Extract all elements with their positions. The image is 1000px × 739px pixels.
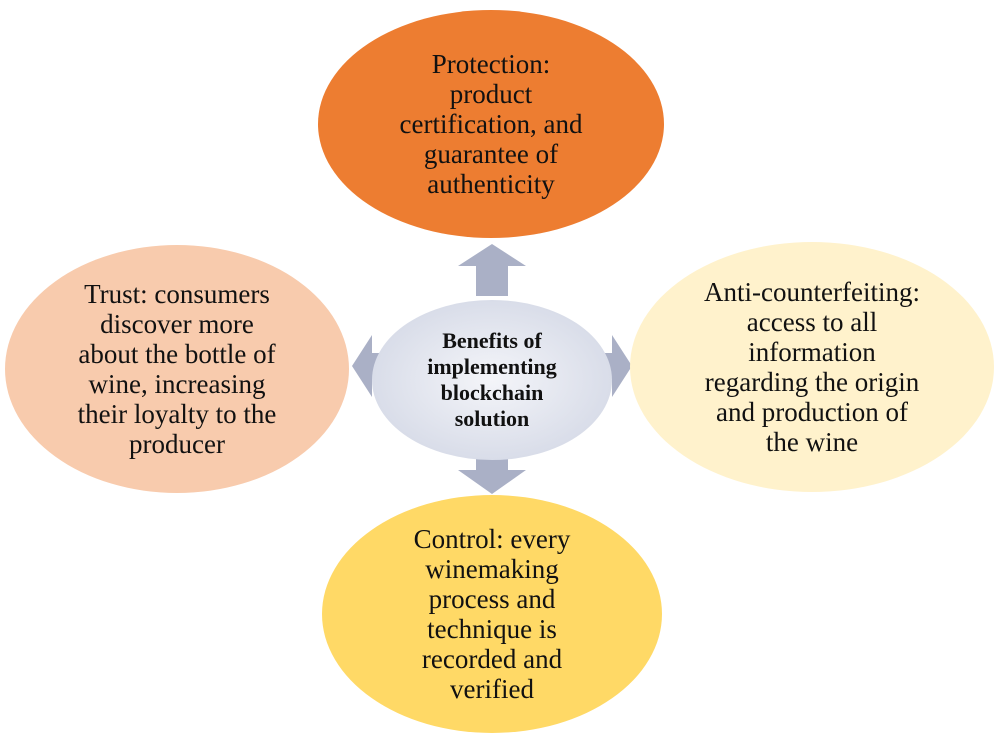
control-node: Control: every winemaking process and te… <box>322 495 662 733</box>
protection-node: Protection: product certification, and g… <box>318 10 664 238</box>
control-label: Control: every winemaking process and te… <box>413 524 571 704</box>
center-label: Benefits of implementing blockchain solu… <box>427 328 557 431</box>
arrow-left-icon <box>352 335 380 397</box>
anti-counterfeiting-label: Anti-counterfeiting: access to all infor… <box>704 277 920 457</box>
arrow-right-icon <box>605 335 632 397</box>
trust-label: Trust: consumers discover more about the… <box>77 279 277 459</box>
trust-node: Trust: consumers discover more about the… <box>5 245 349 493</box>
arrow-down-icon <box>458 452 526 494</box>
anti-counterfeiting-node: Anti-counterfeiting: access to all infor… <box>630 242 994 492</box>
center-node: Benefits of implementing blockchain solu… <box>372 300 612 460</box>
protection-label: Protection: product certification, and g… <box>399 49 583 199</box>
arrow-up-icon <box>458 244 526 296</box>
